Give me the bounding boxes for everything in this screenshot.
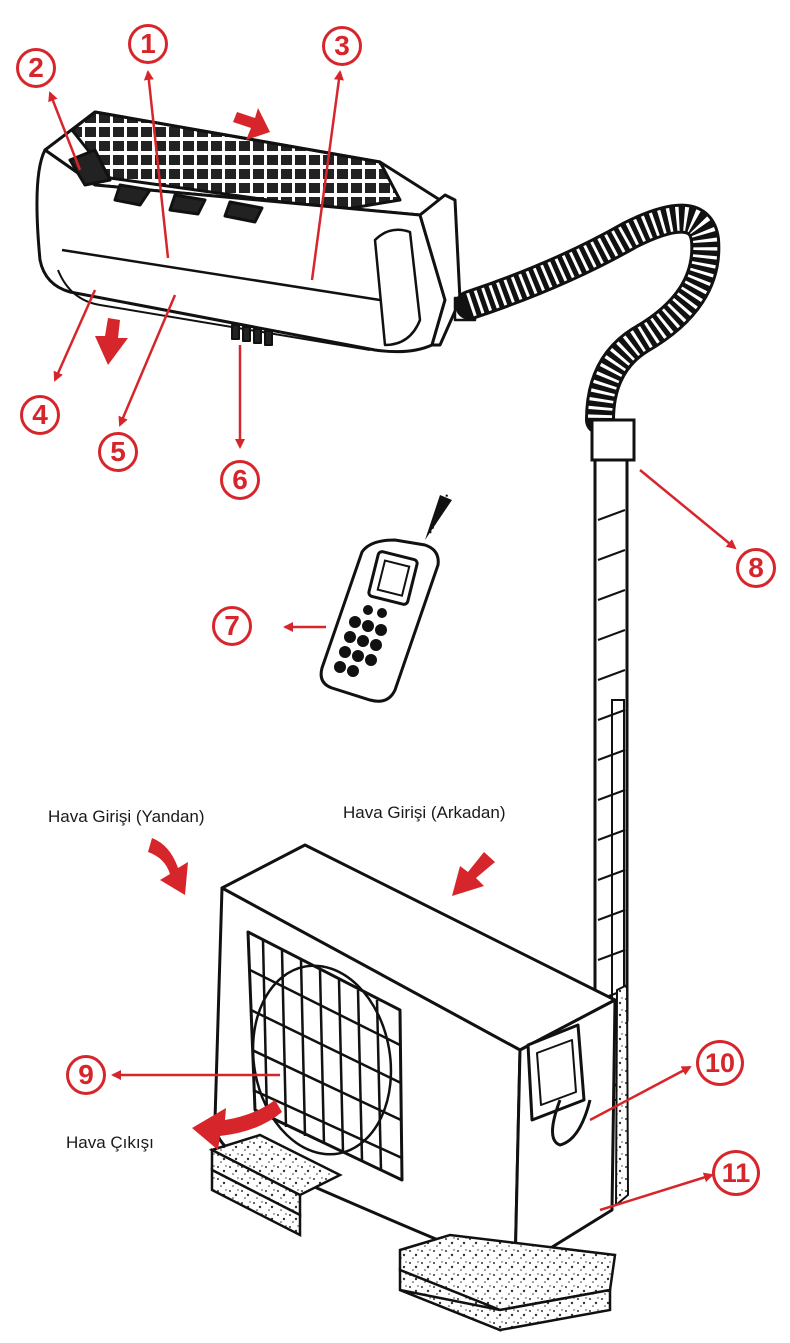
callout-6: 6: [220, 460, 260, 500]
callout-7: 7: [212, 606, 252, 646]
connection-hose: [455, 203, 721, 435]
air-flow-arrows: [95, 108, 495, 1150]
leader-3: [310, 70, 344, 281]
air-outlet-label: Hava Çıkışı: [66, 1133, 154, 1152]
air-out-indoor-arrow: [95, 318, 128, 365]
outlet-arrow: [192, 1100, 282, 1150]
air-inlet-back-label: Hava Girişi (Arkadan): [343, 803, 506, 822]
callout-10: 10: [696, 1040, 744, 1086]
callout-1: 1: [128, 24, 168, 64]
back-inlet-arrow: [452, 852, 495, 896]
leader-11: [599, 1172, 714, 1212]
callout-9: 9: [66, 1055, 106, 1095]
leader-5: [118, 294, 177, 427]
callout-leaders: [48, 70, 737, 1212]
callout-4: 4: [20, 395, 60, 435]
leader-2: [48, 91, 82, 171]
mounting-blocks: [208, 1133, 617, 1332]
leader-1: [143, 70, 170, 259]
remote-control: [319, 491, 452, 703]
callout-11: 11: [712, 1150, 760, 1196]
callout-5: 5: [98, 432, 138, 472]
leader-10: [589, 1065, 692, 1122]
callout-2: 2: [16, 48, 56, 88]
callout-3: 3: [322, 26, 362, 66]
air-inlet-side-label: Hava Girişi (Yandan): [48, 807, 205, 826]
callout-8: 8: [736, 548, 776, 588]
leader-8: [639, 469, 737, 550]
indoor-unit: [35, 110, 477, 354]
side-inlet-arrow: [148, 838, 188, 895]
air-intake-top-arrow: [233, 108, 270, 140]
leader-4: [53, 289, 97, 382]
